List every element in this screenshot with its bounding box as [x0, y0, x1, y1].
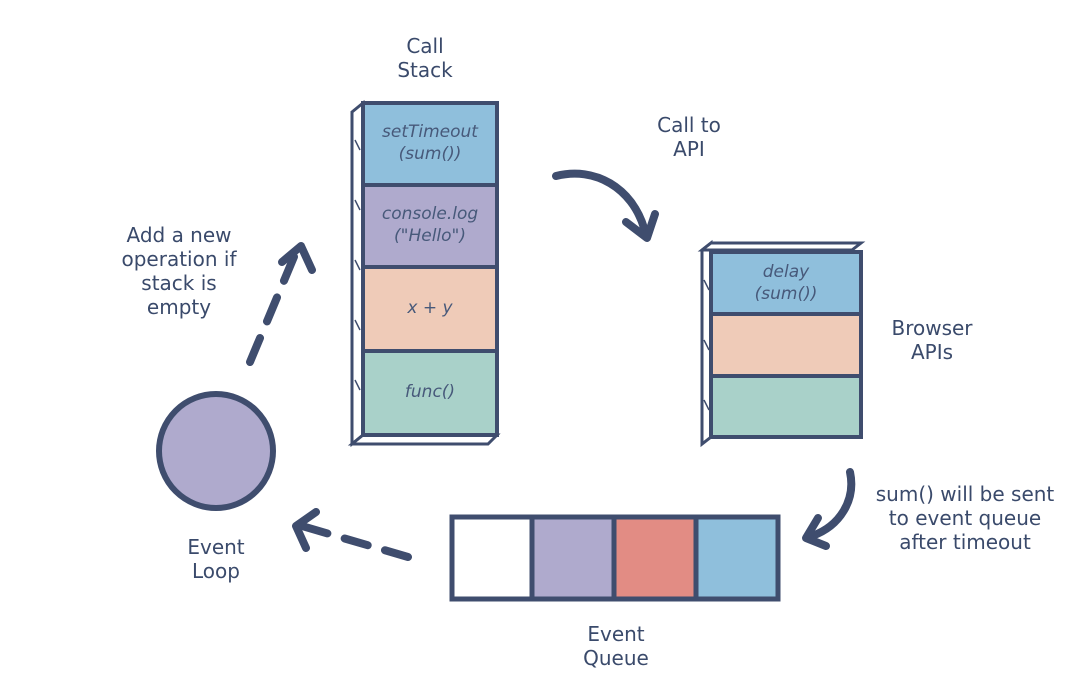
- call-stack-item-label: setTimeout (sum()): [382, 122, 478, 164]
- call-to-api-label: Call to API: [657, 113, 721, 161]
- to-call-stack-arrow: [246, 242, 316, 366]
- to-event-loop-arrow: [292, 508, 412, 561]
- browser-apis-side-hatch: [703, 339, 710, 351]
- browser-apis-item-label: delay (sum()): [754, 262, 818, 304]
- call-stack-item-func: [361, 349, 499, 437]
- browser-apis-side-hatch: [703, 399, 710, 411]
- browser-apis-item-empty: [709, 374, 863, 439]
- call-to-api-arrow: [552, 169, 659, 242]
- call-stack-side-hatch: [354, 139, 361, 151]
- call-stack-side-hatch: [354, 379, 361, 391]
- call-stack-title: Call Stack: [397, 34, 453, 82]
- browser-apis: [697, 239, 866, 448]
- event-loop-title: Event Loop: [187, 535, 245, 583]
- browser-apis-top: [697, 241, 866, 252]
- event-queue-cell: [449, 514, 535, 602]
- event-queue-cell: [693, 514, 781, 602]
- sent-to-queue-label: sum() will be sent to event queue after …: [875, 482, 1055, 554]
- call-stack-item-setTimeout: [361, 101, 499, 187]
- to-event-queue-arrow: [802, 468, 856, 550]
- circle-icon: [156, 391, 276, 511]
- call-stack-item-label: x + y: [407, 298, 453, 318]
- call-stack-item-console-log: [361, 183, 499, 269]
- call-stack: [347, 99, 501, 448]
- event-queue-cell: [611, 514, 699, 602]
- event-queue-title: Event Queue: [583, 622, 649, 670]
- event-queue: [449, 514, 781, 602]
- call-stack-side-hatch: [354, 319, 361, 331]
- browser-apis-title: Browser APIs: [891, 316, 973, 364]
- event-queue-cell: [529, 514, 617, 602]
- browser-apis-item-delay: [709, 250, 863, 316]
- call-stack-side-hatch: [354, 259, 361, 271]
- add-new-operation-label: Add a new operation if stack is empty: [121, 223, 237, 319]
- browser-apis-side-hatch: [703, 279, 710, 291]
- call-stack-item-label: func(): [404, 382, 456, 402]
- call-stack-item-label: console.log ("Hello"): [381, 204, 479, 246]
- call-stack-side-hatch: [354, 199, 361, 211]
- browser-apis-item-empty: [709, 312, 863, 378]
